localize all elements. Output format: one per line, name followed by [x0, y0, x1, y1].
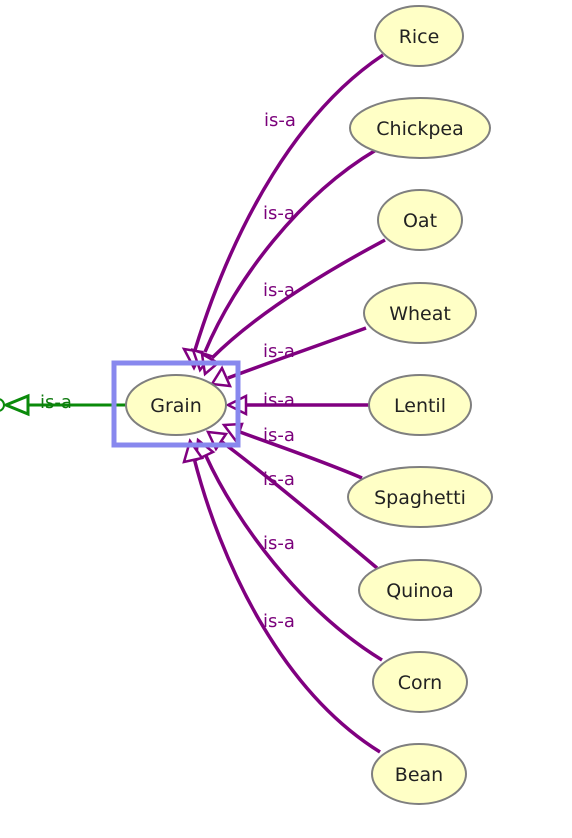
node-oat-label: Oat	[403, 210, 437, 232]
node-corn[interactable]: Corn	[372, 651, 468, 713]
node-rice[interactable]: Rice	[374, 5, 464, 67]
edge-rice-label: is-a	[264, 110, 296, 131]
edge-quinoa-line	[220, 440, 379, 570]
node-wheat-shape[interactable]	[363, 282, 477, 344]
edge-wheat-arrowhead	[209, 365, 233, 388]
node-oat-shape[interactable]	[377, 189, 463, 251]
edge-quinoa-arrowhead	[205, 430, 229, 452]
node-rice-label: Rice	[399, 26, 440, 48]
parent-edge: is-a	[0, 392, 128, 417]
parent-edge-label: is-a	[40, 392, 72, 413]
edge-corn-label: is-a	[263, 533, 295, 554]
node-spaghetti-shape[interactable]	[347, 466, 493, 528]
node-bean-label: Bean	[395, 764, 443, 786]
node-grain-label: Grain	[150, 395, 202, 417]
node-oat[interactable]: Oat	[377, 189, 463, 251]
node-wheat-label: Wheat	[389, 303, 451, 325]
edge-wheat-line	[227, 326, 367, 380]
edge-spaghetti-label: is-a	[263, 425, 295, 446]
node-lentil[interactable]: Lentil	[368, 374, 472, 436]
edge-lentil-label: is-a	[263, 390, 295, 411]
node-rice-shape[interactable]	[374, 5, 464, 67]
node-quinoa-shape[interactable]	[358, 559, 482, 621]
node-chickpea-label: Chickpea	[376, 118, 463, 140]
edge-corn: is-a	[194, 437, 383, 662]
parent-edge-node-stub	[0, 398, 5, 412]
node-lentil-shape[interactable]	[368, 374, 472, 436]
edge-bean-line	[192, 457, 381, 754]
edge-spaghetti-line	[239, 430, 363, 480]
selection-box	[111, 360, 241, 448]
edge-rice: is-a	[181, 53, 384, 371]
node-quinoa[interactable]: Quinoa	[358, 559, 482, 621]
edge-corn-line	[204, 455, 383, 662]
node-chickpea[interactable]: Chickpea	[349, 97, 491, 159]
node-bean[interactable]: Bean	[371, 743, 467, 805]
edge-bean-label: is-a	[263, 611, 295, 632]
node-grain[interactable]: Grain	[125, 374, 227, 436]
edge-wheat: is-a	[209, 326, 367, 388]
node-spaghetti[interactable]: Spaghetti	[347, 466, 493, 528]
edge-quinoa: is-a	[205, 430, 379, 570]
edge-lentil: is-a	[225, 390, 369, 417]
edge-chickpea-line	[203, 148, 377, 353]
node-lentil-label: Lentil	[394, 395, 446, 417]
node-quinoa-label: Quinoa	[386, 580, 454, 602]
node-bean-shape[interactable]	[371, 743, 467, 805]
edge-rice-line	[193, 53, 384, 351]
node-grain-shape[interactable]	[125, 374, 227, 436]
node-spaghetti-label: Spaghetti	[374, 487, 466, 509]
node-corn-label: Corn	[398, 672, 442, 694]
edge-chickpea-label: is-a	[263, 203, 295, 224]
node-wheat[interactable]: Wheat	[363, 282, 477, 344]
edge-wheat-label: is-a	[263, 341, 295, 362]
parent-edge-arrowhead	[2, 393, 30, 417]
edge-oat-line	[210, 238, 386, 360]
node-chickpea-shape[interactable]	[349, 97, 491, 159]
edge-quinoa-label: is-a	[263, 469, 295, 490]
edge-bean: is-a	[182, 438, 381, 754]
edge-oat-label: is-a	[263, 280, 295, 301]
node-corn-shape[interactable]	[372, 651, 468, 713]
